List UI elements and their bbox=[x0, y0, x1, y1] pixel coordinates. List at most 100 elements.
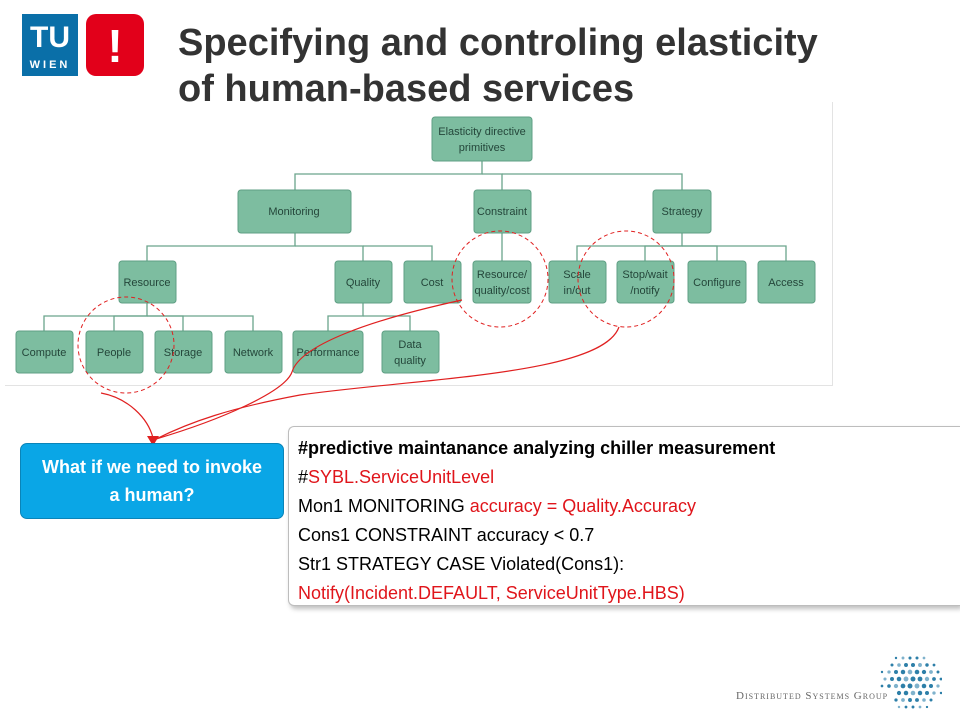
highlight-circle-resource-quality-cost bbox=[451, 230, 549, 328]
logo-dot bbox=[939, 677, 942, 681]
arrow-from-resource-quality-cost bbox=[155, 299, 463, 440]
code-strategy-line: Str1 STRATEGY CASE Violated(Cons1): bbox=[298, 554, 625, 574]
logo-dot bbox=[929, 698, 933, 702]
logo-dot bbox=[894, 698, 898, 702]
node-label: Performance bbox=[297, 347, 360, 359]
logo-dot bbox=[921, 669, 927, 675]
logo-dot bbox=[917, 690, 923, 696]
logo-exclamation-mark: ! bbox=[107, 20, 122, 72]
highlight-circle-stop-wait-notify bbox=[577, 230, 675, 328]
node-label-line: Stop/wait bbox=[622, 269, 667, 281]
title-line-2: of human-based services bbox=[178, 68, 635, 110]
node-access: Access bbox=[757, 260, 816, 304]
logo-dot bbox=[900, 683, 906, 689]
node-label: Monitoring bbox=[268, 206, 319, 218]
logo-dot bbox=[900, 669, 906, 675]
logo-dot bbox=[897, 663, 901, 667]
logo-dot bbox=[883, 677, 887, 681]
logo-dot bbox=[932, 691, 936, 695]
node-performance: Performance bbox=[292, 330, 364, 374]
logo-dot bbox=[897, 705, 901, 709]
logo-dot bbox=[887, 670, 891, 674]
node-configure: Configure bbox=[687, 260, 747, 304]
tu-wien-logo: TU WIEN ! bbox=[22, 14, 144, 76]
logo-dot bbox=[924, 676, 930, 682]
node-constraint: Constraint bbox=[473, 189, 532, 234]
code-service-unit-level-line: #SYBL.ServiceUnitLevel bbox=[298, 463, 960, 492]
logo-dot bbox=[921, 683, 927, 689]
logo-dot bbox=[924, 690, 930, 696]
logo-dot bbox=[893, 683, 899, 689]
diagram-edges bbox=[43, 161, 787, 331]
question-text: What if we need to invoke a human? bbox=[41, 457, 263, 505]
node-elasticity-directive-primitives: Elasticity directive primitives bbox=[431, 116, 533, 162]
logo-dot bbox=[904, 663, 908, 667]
arrow-from-stop-wait-notify bbox=[155, 326, 620, 440]
logo-dot bbox=[880, 684, 884, 688]
logo-dot bbox=[925, 663, 929, 667]
node-label-line: Resource/ bbox=[477, 269, 528, 281]
code-sybl-keyword: SYBL.ServiceUnitLevel bbox=[308, 467, 495, 487]
logo-dot bbox=[918, 663, 922, 667]
code-constraint-line: Cons1 CONSTRAINT accuracy < 0.7 bbox=[298, 525, 595, 545]
logo-dot bbox=[922, 698, 926, 702]
node-label: Quality bbox=[346, 277, 381, 289]
logo-dot bbox=[887, 684, 891, 688]
node-label: Network bbox=[233, 347, 274, 359]
logo-dot bbox=[880, 670, 884, 674]
node-monitoring: Monitoring bbox=[237, 189, 352, 234]
logo-dot bbox=[908, 698, 912, 702]
node-label: Cost bbox=[421, 277, 444, 289]
node-label: Constraint bbox=[477, 206, 527, 218]
arrow-head bbox=[147, 436, 159, 446]
logo-dot bbox=[901, 698, 905, 702]
logo-dot bbox=[896, 690, 902, 696]
title-line-1: Specifying and controling elasticity bbox=[178, 22, 818, 64]
logo-dot bbox=[894, 656, 898, 660]
question-callout: What if we need to invoke a human? bbox=[20, 443, 284, 519]
node-label-line: Scale bbox=[563, 269, 591, 281]
node-label: People bbox=[97, 347, 131, 359]
node-data-quality: Data quality bbox=[381, 330, 440, 374]
logo-wien-text: WIEN bbox=[30, 59, 71, 71]
node-resource: Resource bbox=[118, 260, 177, 304]
node-label-line: in/out bbox=[564, 285, 591, 297]
logo-dot bbox=[932, 677, 936, 681]
node-label-line: Elasticity directive bbox=[438, 126, 525, 138]
diagram-nodes: Elasticity directive primitives Monitori… bbox=[15, 116, 816, 374]
logo-dot bbox=[896, 676, 902, 682]
node-label-line: quality/cost bbox=[474, 285, 529, 297]
node-scale-in-out: Scale in/out bbox=[548, 260, 607, 304]
logo-dot bbox=[910, 690, 916, 696]
logo-dot bbox=[914, 669, 920, 675]
logo-dot bbox=[939, 691, 942, 695]
node-people: People bbox=[85, 330, 144, 374]
sybl-code-box: #predictive maintanance analyzing chille… bbox=[288, 426, 960, 606]
node-label: Storage bbox=[164, 347, 203, 359]
highlight-circles bbox=[77, 230, 675, 394]
node-label-line: primitives bbox=[459, 142, 506, 154]
node-network: Network bbox=[224, 330, 283, 374]
logo-dot bbox=[932, 663, 936, 667]
logo-dot bbox=[890, 663, 894, 667]
red-arrows bbox=[100, 299, 620, 446]
logo-dot bbox=[929, 670, 933, 674]
node-compute: Compute bbox=[15, 330, 74, 374]
dsg-dots-logo bbox=[880, 656, 942, 709]
node-strategy: Strategy bbox=[652, 189, 712, 234]
node-label: Resource bbox=[123, 277, 170, 289]
logo-dot bbox=[890, 677, 894, 681]
logo-dot bbox=[907, 683, 913, 689]
code-comment-line: #predictive maintanance analyzing chille… bbox=[298, 438, 776, 458]
code-monitoring-expression: accuracy = Quality.Accuracy bbox=[469, 496, 696, 516]
highlight-circle-people bbox=[77, 296, 175, 394]
node-cost: Cost bbox=[403, 260, 462, 304]
slide-title: Specifying and controling elasticity of … bbox=[178, 20, 938, 112]
node-label: Compute bbox=[22, 347, 67, 359]
node-storage: Storage bbox=[154, 330, 213, 374]
logo-dot bbox=[936, 684, 940, 688]
logo-dot bbox=[901, 656, 905, 660]
logo-dot bbox=[910, 676, 916, 682]
code-notify-line: Notify(Incident.DEFAULT, ServiceUnitType… bbox=[298, 583, 685, 603]
